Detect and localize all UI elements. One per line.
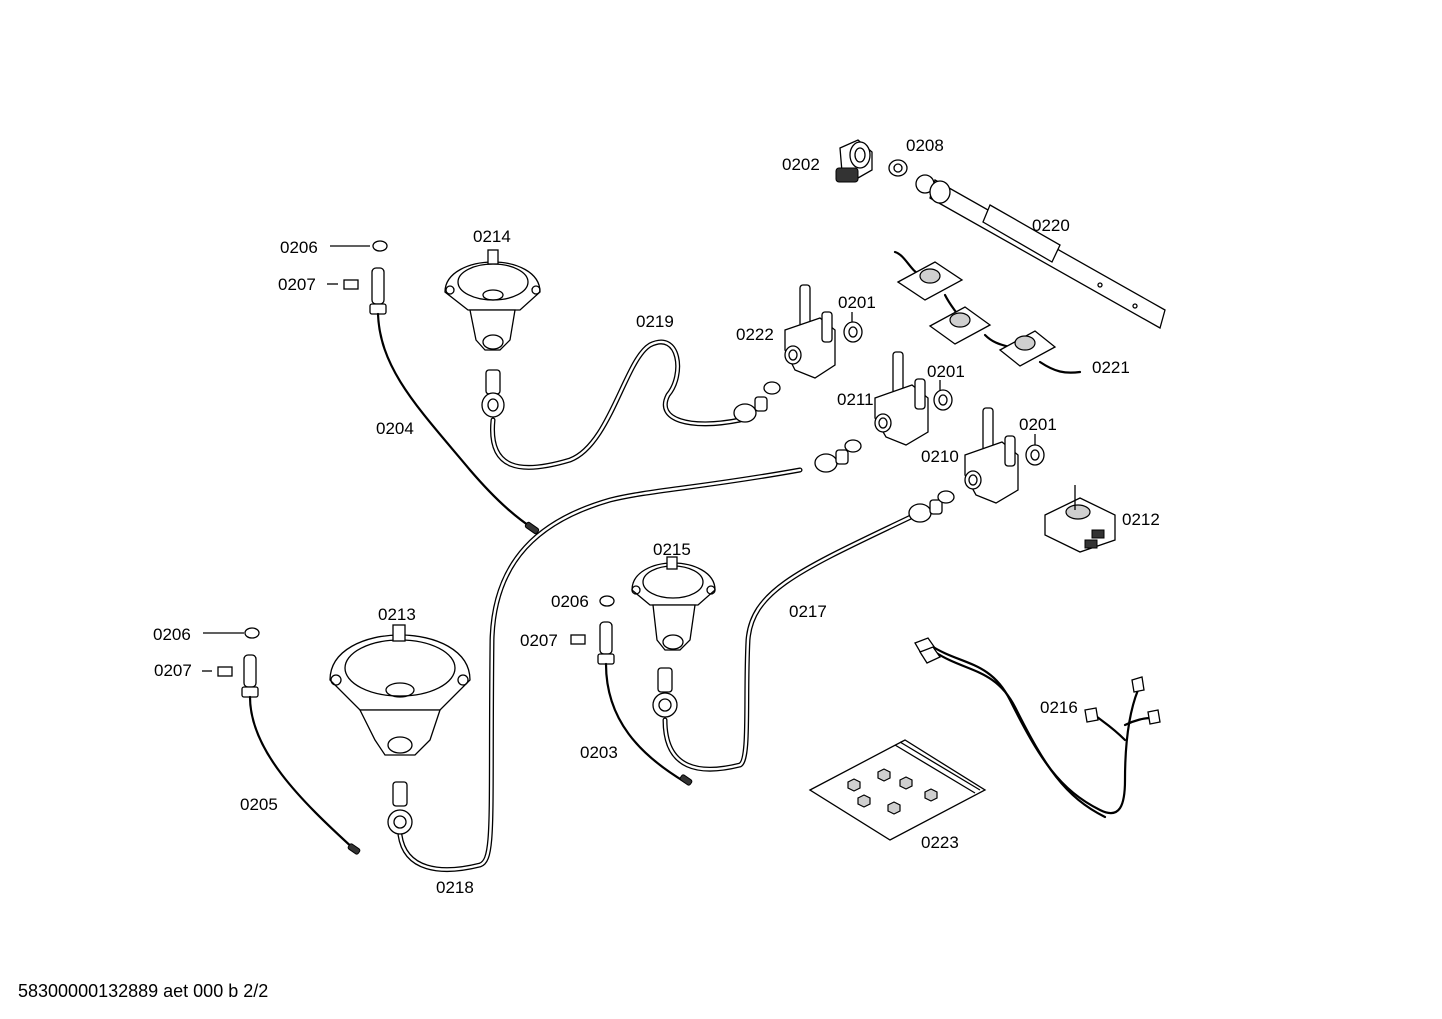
label-0207[interactable]: 0207 [520, 631, 558, 650]
electrode-clip-0207a[interactable] [343, 279, 359, 290]
label-0222[interactable]: 0222 [736, 325, 774, 344]
label-0211[interactable]: 0211 [837, 390, 874, 409]
burner-cup-0215[interactable] [631, 556, 716, 651]
label-0201[interactable]: 0201 [838, 293, 876, 312]
ignition-electrode-0203[interactable] [597, 621, 693, 786]
label-0212[interactable]: 0212 [1122, 510, 1160, 529]
label-0210[interactable]: 0210 [921, 447, 959, 466]
leader-lines [202, 245, 1036, 672]
ignition-switch-block-0221[interactable] [893, 250, 1082, 374]
label-0216[interactable]: 0216 [1040, 698, 1078, 717]
label-0207[interactable]: 0207 [278, 275, 316, 294]
burner-cup-0213[interactable] [329, 624, 471, 756]
label-0206[interactable]: 0206 [551, 592, 589, 611]
gas-valve-0211[interactable] [874, 351, 929, 446]
label-0220[interactable]: 0220 [1032, 216, 1070, 235]
label-0202[interactable]: 0202 [782, 155, 820, 174]
label-0204[interactable]: 0204 [376, 419, 414, 438]
gas-tube-0218[interactable] [397, 467, 803, 873]
label-0205[interactable]: 0205 [240, 795, 278, 814]
label-0206[interactable]: 0206 [153, 625, 191, 644]
screw-set [847, 768, 938, 815]
tube-fitting-0219-valve [733, 381, 781, 423]
electrode-washer-0206a[interactable] [372, 240, 388, 252]
gas-rail-0220[interactable] [915, 174, 1166, 329]
spark-generator-0212[interactable] [1044, 485, 1116, 553]
burner-cup-0214[interactable] [444, 249, 541, 351]
document-code: 58300000132889 aet 000 b 2/2 [18, 981, 269, 1001]
label-0207[interactable]: 0207 [154, 661, 192, 680]
valve-spacer-0201a[interactable] [843, 321, 863, 343]
valve-spacer-0201c[interactable] [1025, 444, 1045, 466]
label-0215[interactable]: 0215 [653, 540, 691, 559]
tube-fitting-0218-burner [387, 781, 413, 835]
ignition-electrode-0205[interactable] [241, 654, 361, 855]
label-0217[interactable]: 0217 [789, 602, 827, 621]
label-0213[interactable]: 0213 [378, 605, 416, 624]
label-0221[interactable]: 0221 [1092, 358, 1130, 377]
label-0214[interactable]: 0214 [473, 227, 511, 246]
label-0206[interactable]: 0206 [280, 238, 318, 257]
electrode-washer-0206c[interactable] [244, 627, 260, 639]
valve-spacer-0201b[interactable] [933, 389, 953, 411]
ignition-electrode-0204[interactable] [369, 267, 540, 535]
electrode-clip-0207c[interactable] [217, 666, 233, 677]
tube-fitting-0217-valve [908, 490, 955, 523]
tube-fitting-0218-valve [814, 439, 862, 473]
tube-fitting-0219-burner [481, 369, 505, 418]
electrode-clip-0207b[interactable] [570, 634, 586, 645]
label-0203[interactable]: 0203 [580, 743, 618, 762]
washer-0208[interactable] [888, 159, 908, 177]
label-0223[interactable]: 0223 [921, 833, 959, 852]
screw-bag-0223[interactable] [808, 739, 987, 841]
gas-tube-0219[interactable] [490, 339, 743, 470]
label-0218[interactable]: 0218 [436, 878, 474, 897]
gas-tube-0217[interactable] [662, 512, 918, 772]
tube-fitting-0217-burner [652, 667, 678, 718]
electrode-washer-0206b[interactable] [599, 595, 615, 607]
label-0201[interactable]: 0201 [927, 362, 965, 381]
elbow-fitting-0202[interactable] [835, 139, 873, 183]
label-0208[interactable]: 0208 [906, 136, 944, 155]
label-0201[interactable]: 0201 [1019, 415, 1057, 434]
gas-valve-0222[interactable] [784, 284, 836, 379]
gas-valve-0210[interactable] [964, 407, 1019, 504]
wiring-harness-0216[interactable] [914, 637, 1161, 819]
label-0219[interactable]: 0219 [636, 312, 674, 331]
part-labels: 0202 0208 0220 0206 0207 0214 0219 0201 … [153, 136, 1160, 897]
